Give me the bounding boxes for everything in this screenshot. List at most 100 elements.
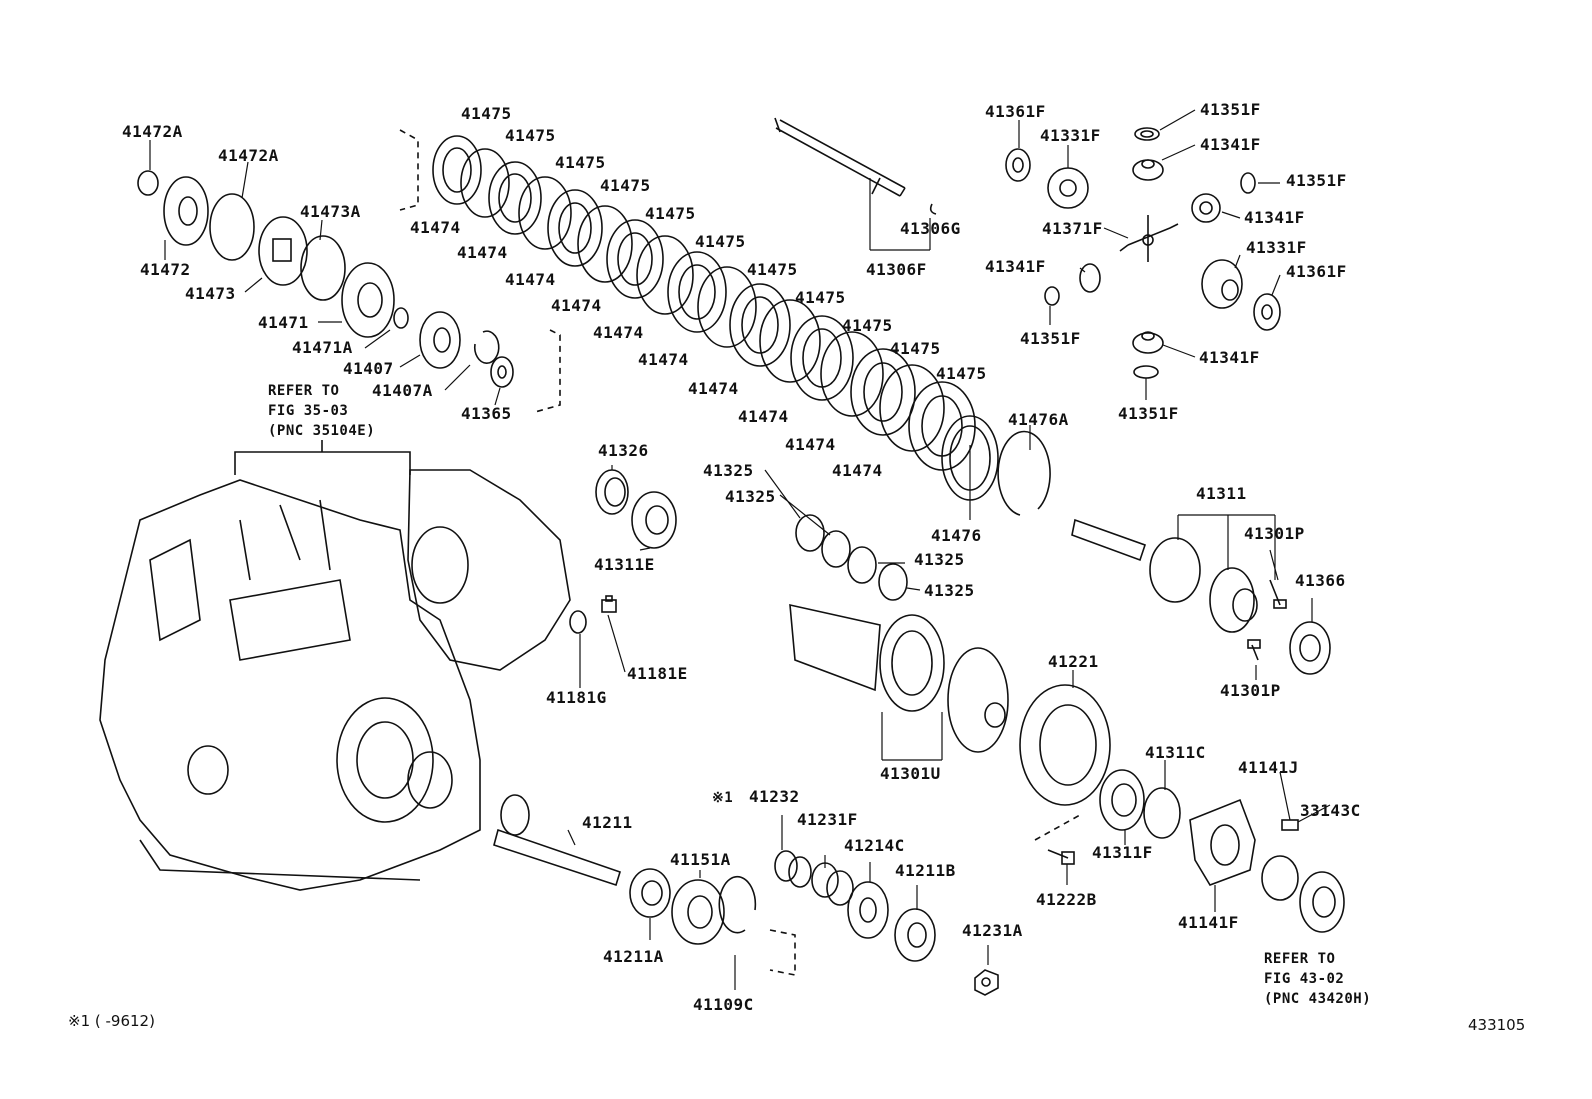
part-label: 41472A bbox=[218, 146, 279, 165]
diff-housing-41301u bbox=[789, 603, 945, 712]
figure-number: 433105 bbox=[1468, 1016, 1526, 1034]
drive-pinion-41211 bbox=[493, 794, 621, 887]
bearing-41214c bbox=[847, 881, 889, 939]
part-label: 41476A bbox=[1008, 410, 1069, 429]
part-label: 41471 bbox=[258, 313, 309, 332]
shims-41325 bbox=[795, 514, 908, 601]
bearing-41232 bbox=[774, 850, 812, 888]
nut-41231a bbox=[974, 969, 999, 996]
washer-41351f-d bbox=[1133, 365, 1159, 379]
refer-note-line: (PNC 43420H) bbox=[1264, 991, 1372, 1007]
part-label: 41474 bbox=[688, 379, 739, 398]
part-label: 41181E bbox=[627, 664, 688, 683]
plug-41181e bbox=[601, 595, 617, 613]
refer-note-line: REFER TO bbox=[1264, 951, 1336, 967]
part-label: 41326 bbox=[598, 441, 649, 460]
part-label: 41341F bbox=[1199, 348, 1260, 367]
part-label: 41311C bbox=[1145, 743, 1206, 762]
part-label: 41325 bbox=[703, 461, 754, 480]
part-label: 41222B bbox=[1036, 890, 1097, 909]
part-label: 41475 bbox=[600, 176, 651, 195]
part-label: 41351F bbox=[1200, 100, 1261, 119]
bearing-41311e bbox=[631, 491, 677, 549]
part-label: 41361F bbox=[985, 102, 1046, 121]
part-label: 41475 bbox=[645, 204, 696, 223]
part-label: 41475 bbox=[505, 126, 556, 145]
part-label: 41211A bbox=[603, 947, 664, 966]
part-label: 41474 bbox=[593, 323, 644, 342]
snap-ring-41407a bbox=[473, 330, 500, 364]
part-label: 41475 bbox=[936, 364, 987, 383]
bolt-41301p bbox=[1247, 579, 1287, 661]
bearing-41311f bbox=[1099, 769, 1145, 831]
part-label: 41311E bbox=[594, 555, 655, 574]
part-label: 41361F bbox=[1286, 262, 1347, 281]
part-label: 41475 bbox=[695, 232, 746, 251]
washer-41361f-b bbox=[1253, 293, 1281, 331]
part-label: 41351F bbox=[1020, 329, 1081, 348]
snap-ring-41109c bbox=[718, 875, 757, 934]
spider-41371f bbox=[1119, 215, 1179, 262]
seal-33143c bbox=[1261, 855, 1299, 901]
part-label: 41341F bbox=[985, 257, 1046, 276]
pinion-41341f-b bbox=[1191, 193, 1221, 223]
part-label: 41475 bbox=[461, 104, 512, 123]
part-label: 41474 bbox=[505, 270, 556, 289]
part-label: 41214C bbox=[844, 836, 905, 855]
washer-41351f-c bbox=[1044, 286, 1060, 306]
part-label: 41407A bbox=[372, 381, 433, 400]
refer-note-line: (PNC 35104E) bbox=[268, 423, 376, 439]
washer-41366 bbox=[1289, 621, 1331, 675]
shaft-41306f bbox=[774, 117, 906, 197]
part-label: 41232 bbox=[749, 787, 800, 806]
bearing-41407 bbox=[419, 311, 461, 369]
part-label: 41301P bbox=[1220, 681, 1281, 700]
bolt-41141j bbox=[1281, 819, 1299, 831]
bushing-41231f bbox=[811, 862, 854, 906]
footnote: ※1 ( -9612) bbox=[68, 1012, 155, 1030]
part-label: 41341F bbox=[1244, 208, 1305, 227]
clutch-plate-stack bbox=[432, 135, 999, 501]
part-label: 41311 bbox=[1196, 484, 1247, 503]
part-label: 41473 bbox=[185, 284, 236, 303]
part-label: 41474 bbox=[638, 350, 689, 369]
washer-41365 bbox=[490, 356, 514, 388]
part-label: 41306F bbox=[866, 260, 927, 279]
part-label: 41371F bbox=[1042, 219, 1103, 238]
refer-note-line: FIG 43-02 bbox=[1264, 971, 1345, 987]
plate-41301u bbox=[947, 647, 1009, 753]
bolt-41222b bbox=[1047, 849, 1075, 865]
part-label: 41141F bbox=[1178, 913, 1239, 932]
footnote-mark: ※1 bbox=[712, 790, 734, 806]
part-label: 41325 bbox=[924, 581, 975, 600]
gear-41331f-b bbox=[1201, 259, 1243, 309]
bearing-41211b bbox=[894, 908, 936, 962]
part-label: 41331F bbox=[1246, 238, 1307, 257]
bearing-41471 bbox=[341, 262, 395, 338]
o-ring-41473a bbox=[300, 235, 346, 301]
diff-case-41311 bbox=[1071, 518, 1258, 633]
part-label: 41325 bbox=[725, 487, 776, 506]
part-label: 41341F bbox=[1200, 135, 1261, 154]
part-label: 41211 bbox=[582, 813, 633, 832]
part-label: 41231F bbox=[797, 810, 858, 829]
leader-lines bbox=[149, 109, 1331, 990]
part-label: 41472 bbox=[140, 260, 191, 279]
part-label: 41475 bbox=[890, 339, 941, 358]
part-label: 41476 bbox=[931, 526, 982, 545]
part-label: 41306G bbox=[900, 219, 961, 238]
part-label: 41474 bbox=[785, 435, 836, 454]
part-label: 41473A bbox=[300, 202, 361, 221]
part-label: 41351F bbox=[1286, 171, 1347, 190]
part-label: 41231A bbox=[962, 921, 1023, 940]
washer-41351f-a bbox=[1134, 127, 1160, 141]
part-label: 41221 bbox=[1048, 652, 1099, 671]
pinion-41341f-a bbox=[1132, 159, 1164, 181]
part-label: 41474 bbox=[457, 243, 508, 262]
washer-41351f-b bbox=[1240, 172, 1256, 194]
part-label: 41471A bbox=[292, 338, 353, 357]
part-label: 41109C bbox=[693, 995, 754, 1014]
part-label: 41472A bbox=[122, 122, 183, 141]
retainer-41473 bbox=[258, 216, 308, 286]
